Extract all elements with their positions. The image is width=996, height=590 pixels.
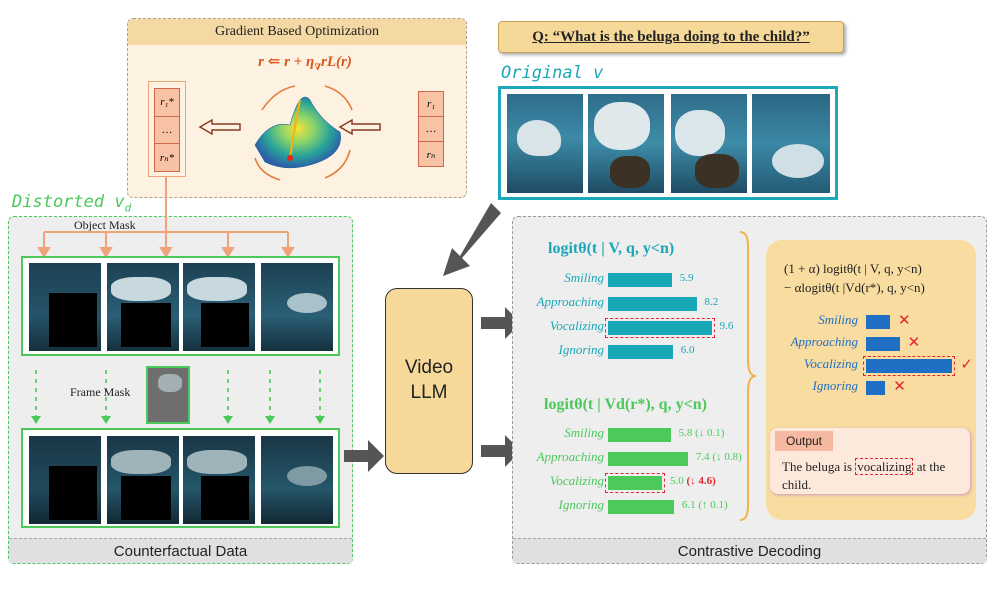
top-chart-heading: logitθ(t | V, q, y<n) xyxy=(548,240,675,257)
chart-category-label: Ignoring xyxy=(558,342,605,357)
original-label: Original v xyxy=(501,63,604,83)
highlight-box xyxy=(605,318,715,338)
combined-category-label: Smiling xyxy=(818,312,858,327)
chart-value-label: 6.0 xyxy=(680,344,695,356)
chart-change-label: (↓ 4.6) xyxy=(683,475,716,487)
gbo-formula: r ⇐ r + η∇rL(r) xyxy=(258,54,352,72)
distorted-label: Distorted vd xyxy=(12,192,132,215)
chart-bar xyxy=(608,452,688,466)
object-masked-frame-4 xyxy=(261,263,333,351)
bottom-chart-heading: logitθ(t | Vd(r*), q, y<n) xyxy=(544,396,707,413)
combined-bar xyxy=(866,381,886,395)
counterfactual-label: Counterfactual Data xyxy=(113,542,248,560)
combined-category-label: Vocalizing xyxy=(803,356,858,371)
video-llm-label-1: Video xyxy=(404,357,454,379)
combined-category-label: Approaching xyxy=(790,334,858,349)
chart-bar xyxy=(608,345,673,359)
chart-value-label: 7.4 (↓ 0.8) xyxy=(695,451,742,463)
combined-bar xyxy=(866,359,953,373)
frame-masked-frame-2 xyxy=(107,436,179,524)
cross-icon: ✕ xyxy=(898,311,911,329)
right-vector: r₁ … rₙ xyxy=(418,91,444,167)
combined-formula-line2: − αlogitθ(t |Vd(r*), q, y<n) xyxy=(784,280,925,295)
gbo-title-bar: Gradient Based Optimization xyxy=(128,19,466,45)
video-llm-label-2: LLM xyxy=(410,382,448,403)
output-tag: Output xyxy=(775,431,833,451)
chart-bar xyxy=(608,500,674,514)
chart-category-label: Vocalizing xyxy=(549,473,604,488)
chart-category-label: Ignoring xyxy=(558,497,605,512)
object-mask-label: Object Mask xyxy=(74,218,136,232)
check-icon: ✓ xyxy=(960,355,973,373)
combined-category-label: Ignoring xyxy=(812,378,859,393)
chart-category-label: Smiling xyxy=(564,425,604,440)
frame-mask-label: Frame Mask xyxy=(70,385,131,399)
chart-value-label: 5.9 xyxy=(679,272,694,284)
chart-value-label: 5.8 (↓ 0.1) xyxy=(678,427,725,439)
frame-mask-thumbnail xyxy=(146,366,190,424)
frame-masked-frame-3 xyxy=(183,436,255,524)
loss-surface-graphic xyxy=(198,85,381,181)
contrastive-footer: Contrastive Decoding xyxy=(513,538,986,563)
video-llm-block: Video LLM xyxy=(385,288,473,474)
original-frame-3 xyxy=(671,94,747,193)
chart-value-label: 9.6 xyxy=(719,320,734,332)
vector-cell: … xyxy=(155,117,179,145)
object-masked-frame-3 xyxy=(183,263,255,351)
left-vector: r₁* … rₙ* xyxy=(154,88,180,172)
output-highlight: vocalizing xyxy=(855,458,914,475)
vector-cell: rₙ* xyxy=(159,152,175,165)
chart-value-label: 5.0 (↓ 4.6) xyxy=(670,475,716,487)
highlight-box xyxy=(605,473,665,493)
chart-bar xyxy=(608,321,712,335)
chart-category-label: Approaching xyxy=(536,294,604,309)
chart-bar xyxy=(608,297,697,311)
output-label: Output xyxy=(785,434,823,448)
contrastive-label: Contrastive Decoding xyxy=(677,542,822,560)
counterfactual-footer: Counterfactual Data xyxy=(9,538,352,563)
vector-cell: rₙ xyxy=(426,148,436,161)
combined-bar xyxy=(866,315,890,329)
original-frame-4 xyxy=(752,94,830,193)
curly-brace xyxy=(739,231,757,521)
original-frame-1 xyxy=(507,94,583,193)
original-frame-2 xyxy=(588,94,664,193)
chart-category-label: Approaching xyxy=(536,449,604,464)
chart-category-label: Smiling xyxy=(564,270,604,285)
frame-masked-frame-1 xyxy=(29,436,101,524)
arrow-right-to-surface xyxy=(338,118,381,136)
bottom-chart: Smiling 5.8 (↓ 0.1) Approaching 7.4 (↓ 0.8)… xyxy=(520,425,742,525)
object-mask-connectors xyxy=(37,176,295,258)
chart-value-label: 6.1 (↑ 0.1) xyxy=(681,499,728,511)
combined-chart: Smiling ✕ Approaching ✕ Vocalizing ✓ Ignoring ✕ xyxy=(772,311,973,408)
combined-formula-line1: (1 + α) logitθ(t | V, q, y<n) xyxy=(784,261,922,276)
chart-bar xyxy=(608,273,672,287)
question-text: Q: “What is the beluga doing to the chil… xyxy=(532,28,810,45)
chart-value-label: 8.2 xyxy=(704,296,719,308)
highlight-box xyxy=(863,356,956,376)
cross-icon: ✕ xyxy=(893,377,906,395)
vector-cell: r₁* xyxy=(155,89,179,117)
arrow-surface-to-left xyxy=(198,118,241,136)
vector-cell: r₁ xyxy=(419,92,443,117)
vector-cell: … xyxy=(419,117,443,142)
object-masked-frame-1 xyxy=(29,263,101,351)
chart-bar xyxy=(608,428,671,442)
question-box: Q: “What is the beluga doing to the chil… xyxy=(498,21,844,53)
combined-bar xyxy=(866,337,900,351)
frame-mask-arrows xyxy=(31,370,325,424)
gbo-title: Gradient Based Optimization xyxy=(214,24,380,39)
frame-masked-frame-4 xyxy=(261,436,333,524)
chart-category-label: Vocalizing xyxy=(549,318,604,333)
object-masked-frame-2 xyxy=(107,263,179,351)
output-text: The beluga is vocalizing at the child. xyxy=(782,458,946,492)
cross-icon: ✕ xyxy=(907,333,921,351)
chart-bar xyxy=(608,476,662,490)
